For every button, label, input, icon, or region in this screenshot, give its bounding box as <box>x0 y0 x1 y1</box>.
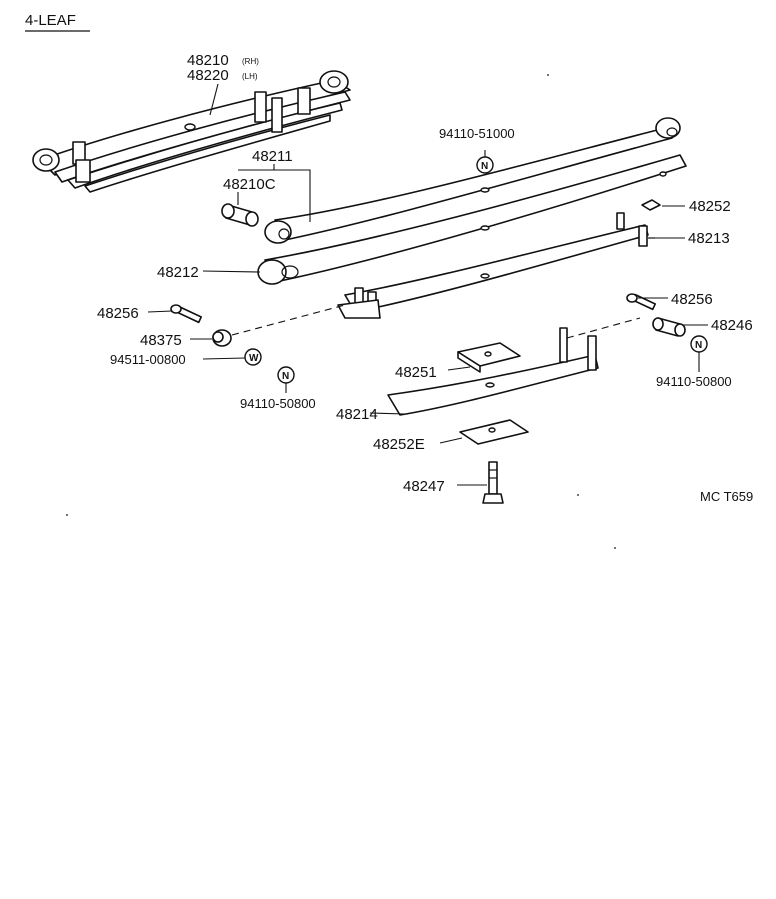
label-48252E: 48252E <box>373 436 425 453</box>
label-48220: 48220 <box>187 67 229 84</box>
diagram-title: 4-LEAF <box>25 12 76 29</box>
leaf-spring-assembly <box>32 70 351 193</box>
label-94110-50800-right: 94110-50800 <box>656 374 732 389</box>
scan-speck <box>614 547 616 549</box>
label-48256-left: 48256 <box>97 305 139 322</box>
label-94511-00800: 94511-00800 <box>110 352 186 367</box>
second-leaf <box>257 154 687 285</box>
assembly-line-right <box>566 317 641 339</box>
pad-48251 <box>457 342 521 373</box>
scan-speck <box>66 514 68 516</box>
bolt-48256-left <box>170 304 203 324</box>
washer-letter: W <box>249 353 259 364</box>
third-leaf <box>337 212 655 319</box>
label-48375: 48375 <box>140 332 182 349</box>
label-94110-51000: 94110-51000 <box>439 126 515 141</box>
nut-symbol-top: N <box>476 156 494 174</box>
label-48256-right: 48256 <box>671 291 713 308</box>
label-48247: 48247 <box>403 478 445 495</box>
label-48251: 48251 <box>395 364 437 381</box>
pad-48252 <box>641 199 661 211</box>
washer-symbol: W <box>244 348 262 366</box>
label-48252: 48252 <box>689 198 731 215</box>
label-48246: 48246 <box>711 317 753 334</box>
bushing-48210C <box>221 203 259 227</box>
main-leaf <box>264 117 681 244</box>
nut-symbol-right: N <box>690 335 708 353</box>
assembly-line-left <box>231 304 346 336</box>
label-48211: 48211 <box>252 148 293 165</box>
bolt-48256-right <box>626 293 657 311</box>
label-48210C: 48210C <box>223 176 276 193</box>
nut-letter-top: N <box>481 161 488 172</box>
scan-speck <box>547 74 549 76</box>
nut-letter-right: N <box>695 340 702 351</box>
bushing-48375 <box>212 329 232 347</box>
pad-48252E <box>459 419 529 445</box>
label-48210: 48210 <box>187 52 229 69</box>
label-94110-50800-left: 94110-50800 <box>240 396 316 411</box>
scan-speck <box>577 494 579 496</box>
label-48214: 48214 <box>336 406 378 423</box>
nut-letter-left: N <box>282 371 289 382</box>
bolt-48247 <box>482 461 504 504</box>
diagram-code: MC T659 <box>700 489 753 504</box>
label-48210-side: (RH) <box>242 57 259 66</box>
label-48220-side: (LH) <box>242 72 258 81</box>
nut-symbol-left: N <box>277 366 295 384</box>
overload-leaf <box>387 327 599 416</box>
label-48213: 48213 <box>688 230 730 247</box>
label-48212: 48212 <box>157 264 199 281</box>
bushing-48246 <box>652 317 686 337</box>
